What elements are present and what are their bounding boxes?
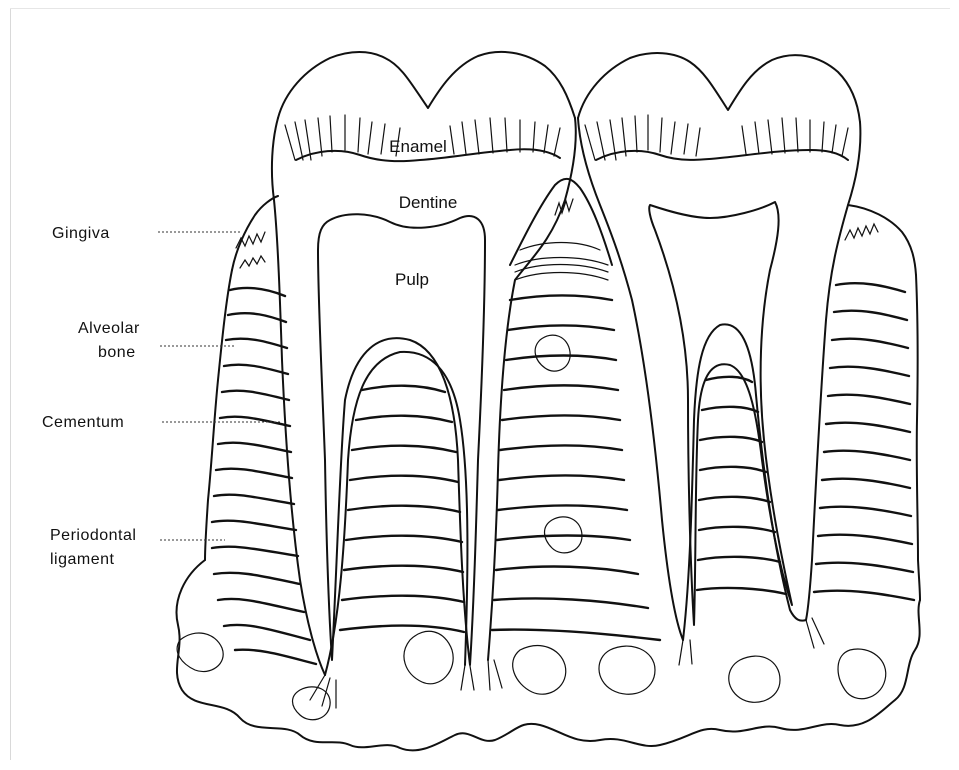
right-gingiva-wave — [845, 224, 878, 240]
bone-marrow-space — [599, 646, 655, 694]
bone-marrow-space — [513, 646, 566, 695]
right-tooth-root-outline-outer — [806, 122, 860, 620]
label-periodontal-line2: ligament — [50, 551, 115, 568]
bone-marrow-space — [729, 656, 780, 702]
label-cementum: Cementum — [42, 414, 124, 431]
interdental-bone-space — [535, 335, 570, 371]
right-gingiva-outline — [848, 205, 916, 275]
apical-fibers — [461, 660, 502, 690]
alveolar-bone-outline — [177, 560, 920, 750]
left-tooth-root-outline-outer — [272, 118, 325, 675]
left-gingiva-outline — [232, 196, 278, 270]
label-enamel: Enamel — [389, 137, 447, 156]
label-alveolar-line2: bone — [98, 344, 136, 361]
right-tooth-root-outline-outer — [578, 118, 683, 640]
label-dentine: Dentine — [399, 193, 458, 212]
left-gingiva-wave — [240, 256, 265, 268]
interdental-fibers — [492, 296, 660, 641]
right-interradicular-fibers — [697, 377, 786, 594]
bone-marrow-space — [293, 687, 331, 720]
bone-marrow-space — [404, 631, 453, 684]
left-alveolar-edge — [205, 270, 232, 560]
label-periodontal-line1: Periodontal — [50, 527, 136, 544]
right-tooth-enamel-texture — [585, 115, 848, 160]
apical-fibers — [679, 618, 824, 665]
left-tooth-root-outline-outer — [488, 118, 576, 660]
label-alveolar-line1: Alveolar — [78, 320, 140, 337]
left-tooth-crown-outline — [278, 52, 575, 118]
left-gingiva-wave — [236, 232, 265, 248]
right-tooth-crown-outline — [578, 53, 860, 122]
interdental-papilla — [510, 179, 612, 265]
left-periodontal-fibers — [212, 288, 316, 664]
right-periodontal-fibers — [814, 283, 914, 600]
label-pulp: Pulp — [395, 270, 429, 289]
label-gingiva: Gingiva — [52, 225, 110, 242]
bone-marrow-space — [838, 649, 886, 699]
left-interradicular-fibers — [340, 386, 464, 632]
apical-fibers — [310, 675, 336, 708]
right-alveolar-edge — [916, 275, 920, 600]
bone-marrow-space — [177, 633, 223, 672]
right-tooth-pulp-chamber — [649, 202, 792, 625]
